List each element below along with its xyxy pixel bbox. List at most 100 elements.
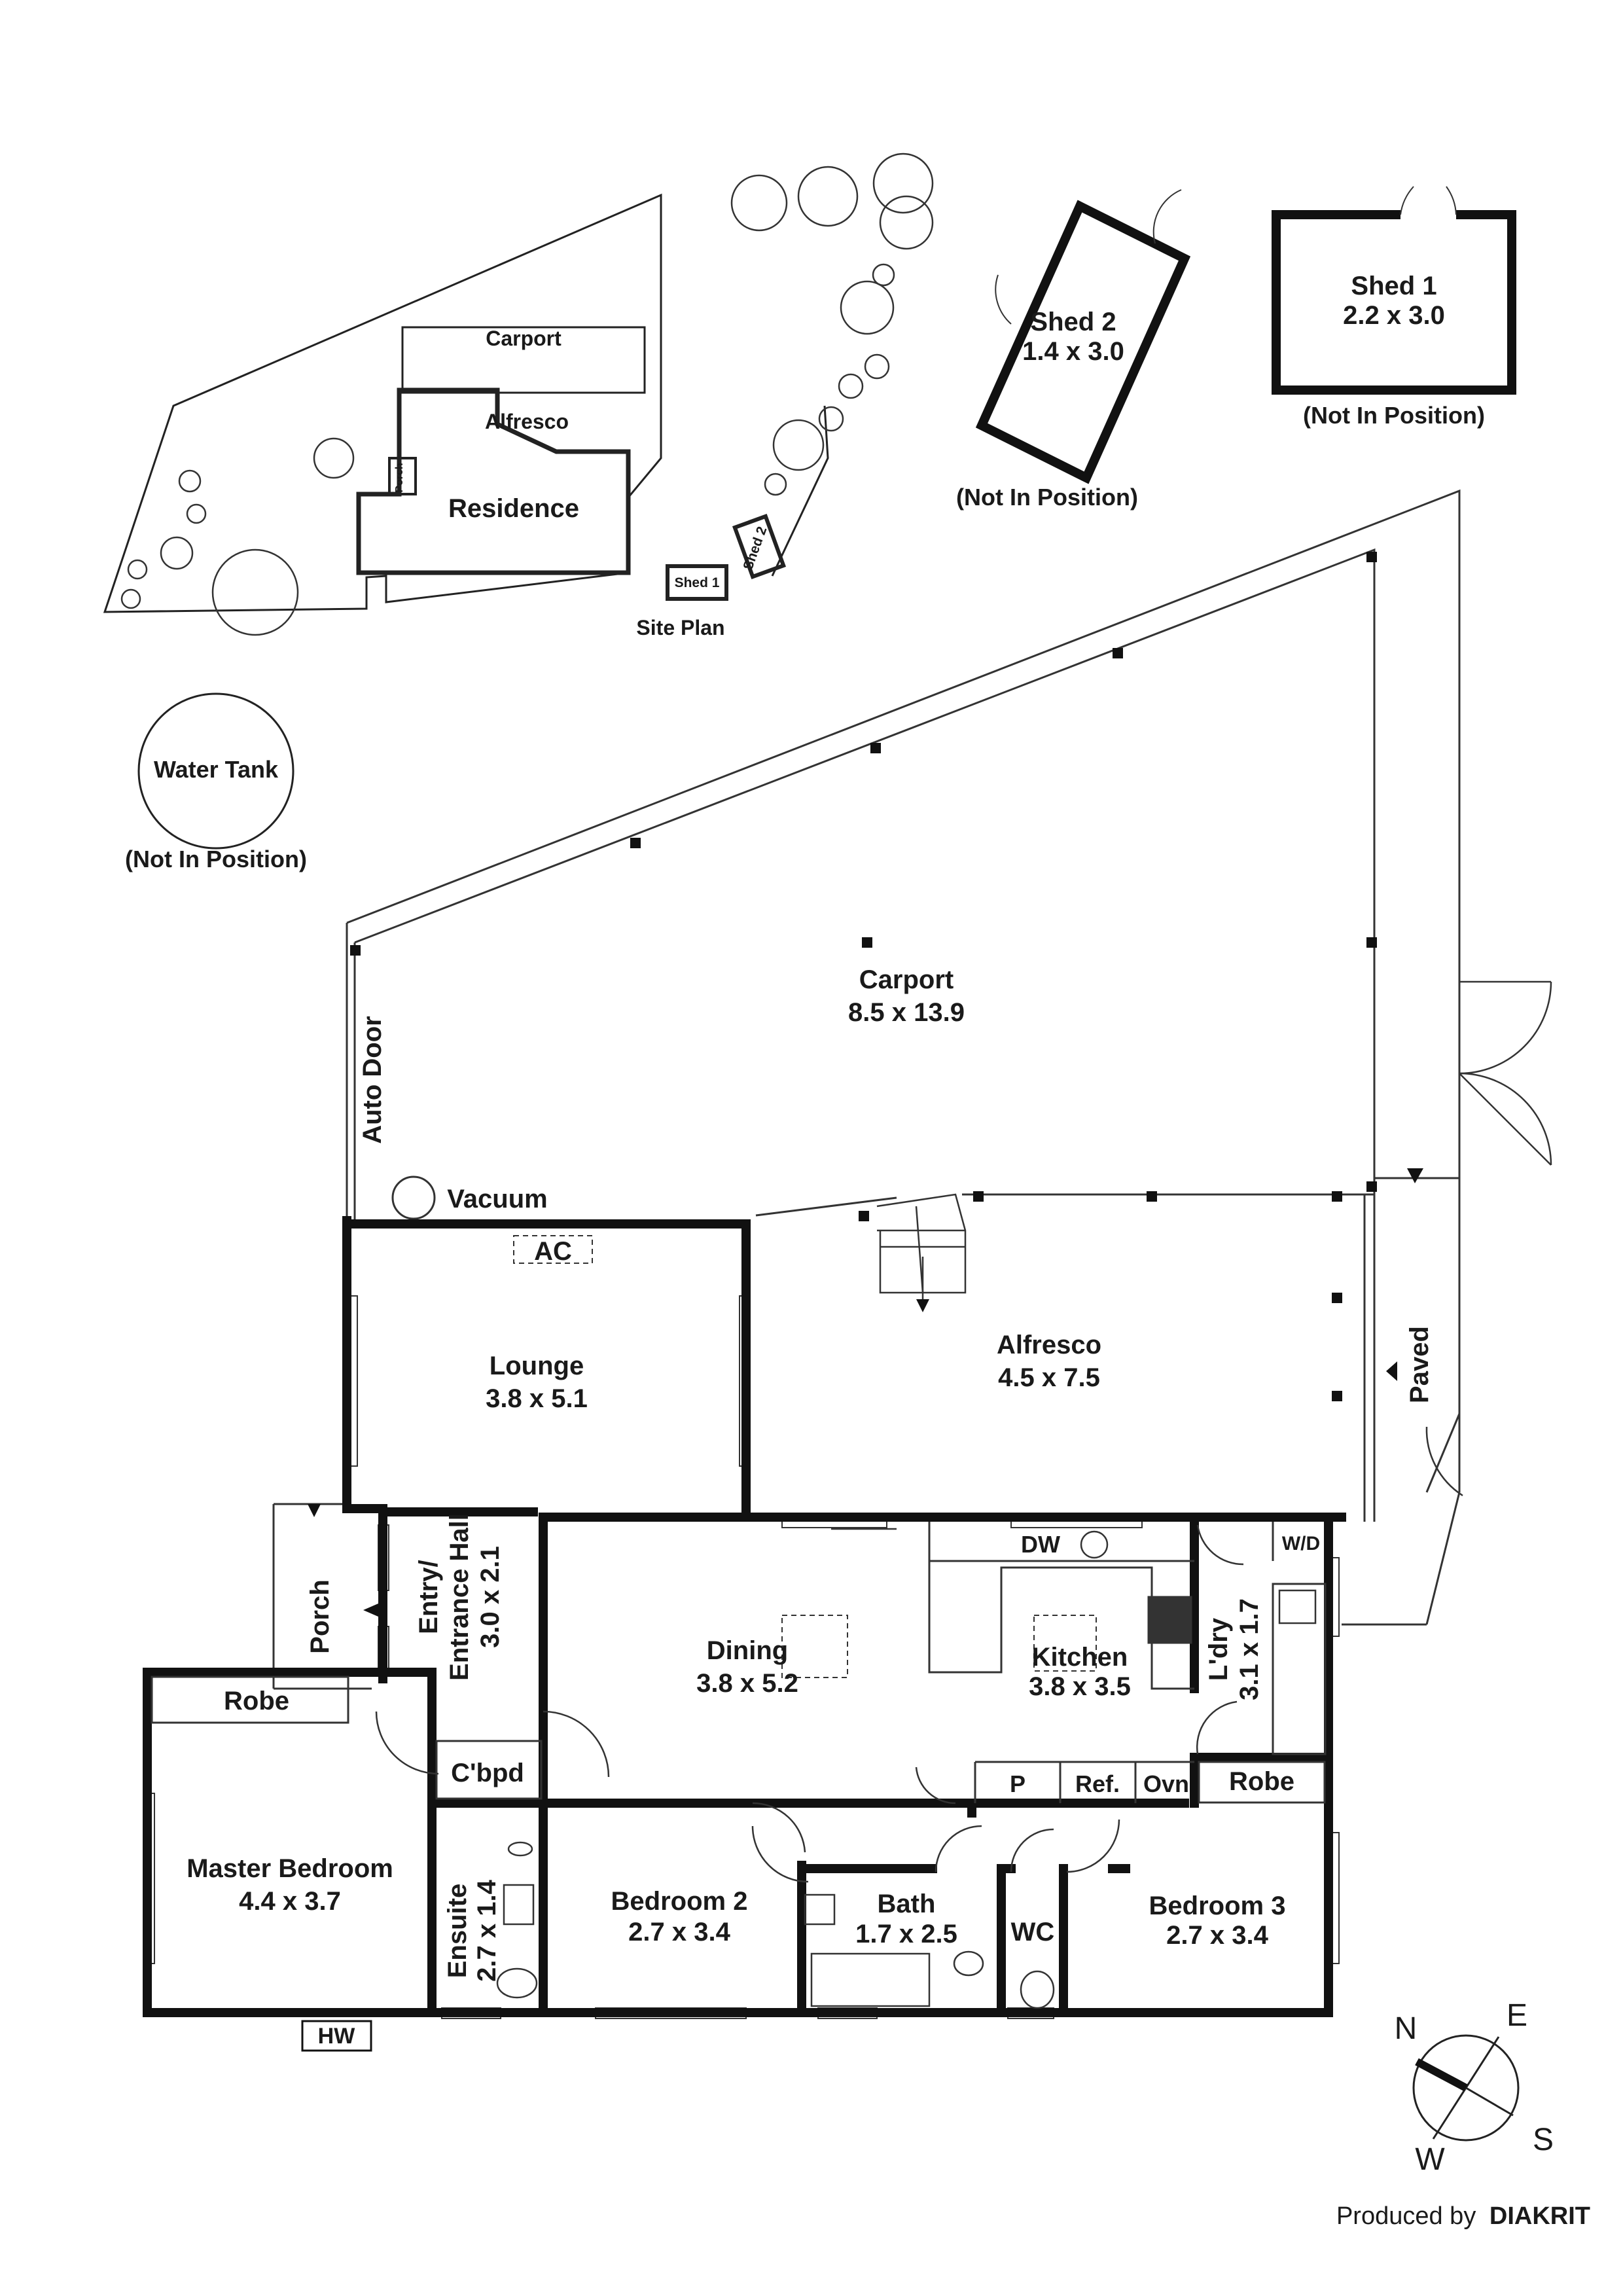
shed-1: Shed 1 2.2 x 3.0 (Not In Position) bbox=[1272, 186, 1516, 429]
water-tank-outline bbox=[137, 692, 294, 850]
door-swing bbox=[375, 1711, 439, 1775]
wc-toilet-icon bbox=[1020, 1970, 1055, 2009]
bath-basin-icon bbox=[804, 1893, 836, 1926]
post bbox=[1366, 1181, 1377, 1192]
compass-n: N bbox=[1395, 2011, 1418, 2046]
kitchen-name: Kitchen bbox=[1032, 1643, 1128, 1672]
lounge-wall bbox=[342, 1219, 751, 1522]
wc-name: WC bbox=[1011, 1918, 1055, 1946]
oven-label: Ovn bbox=[1143, 1770, 1189, 1797]
dw-label: DW bbox=[1021, 1531, 1060, 1558]
kitchen-sink-icon bbox=[1080, 1530, 1109, 1559]
paved-label: Paved bbox=[1405, 1326, 1434, 1403]
compass-w: W bbox=[1415, 2142, 1445, 2177]
east-boundary-lower bbox=[1425, 1413, 1461, 1493]
cupboard-label: C'bpd bbox=[451, 1759, 524, 1787]
shed-1-door bbox=[1446, 186, 1457, 215]
shrub-icon bbox=[764, 473, 787, 496]
alfresco-size: 4.5 x 7.5 bbox=[998, 1363, 1100, 1392]
post bbox=[870, 743, 881, 753]
ensuite-size: 2.7 x 1.4 bbox=[473, 1879, 501, 1981]
door-swing bbox=[1196, 1700, 1238, 1755]
auto-door-label: Auto Door bbox=[358, 1016, 387, 1144]
entry-name: Entry/ bbox=[414, 1560, 443, 1634]
door-swing bbox=[1459, 981, 1552, 1075]
shed-2: Shed 2 1.4 x 3.0 (Not In Position) bbox=[956, 189, 1191, 511]
tree-icon bbox=[797, 166, 859, 227]
laundry-sink-icon bbox=[1278, 1589, 1317, 1624]
ref-label: Ref. bbox=[1075, 1770, 1120, 1797]
water-tank-name: Water Tank bbox=[154, 756, 279, 783]
door-swing bbox=[751, 1825, 809, 1883]
master-size: 4.4 x 3.7 bbox=[239, 1887, 341, 1916]
site-plan-title: Site Plan bbox=[636, 616, 724, 639]
dining-light bbox=[781, 1615, 848, 1678]
pantry-label: P bbox=[1010, 1770, 1026, 1797]
post bbox=[350, 945, 361, 956]
carport-roofline bbox=[346, 489, 1461, 1175]
cooktop bbox=[1147, 1596, 1192, 1644]
carport-posts bbox=[350, 552, 1377, 1401]
carport-size: 8.5 x 13.9 bbox=[848, 998, 965, 1027]
door-swing bbox=[1010, 1828, 1054, 1873]
carport-name: Carport bbox=[859, 965, 954, 994]
shed-1-name: Shed 1 bbox=[1351, 272, 1436, 300]
water-tank: Water Tank (Not In Position) bbox=[125, 692, 307, 872]
robe-bed3 bbox=[1198, 1761, 1326, 1804]
site-plan bbox=[103, 193, 829, 613]
bathtub-icon bbox=[810, 1952, 931, 2007]
door-swing bbox=[935, 1825, 982, 1873]
shed-2-size: 1.4 x 3.0 bbox=[1022, 337, 1124, 366]
door-swing bbox=[752, 1802, 806, 1853]
shed-1-outline bbox=[1272, 210, 1516, 395]
site-residence bbox=[356, 387, 631, 575]
site-shed-2-label: Shed 2 bbox=[740, 524, 770, 572]
post bbox=[1366, 552, 1377, 562]
post bbox=[1332, 1191, 1342, 1202]
door-leaf bbox=[1459, 1073, 1552, 1166]
site-shed-2 bbox=[732, 514, 787, 579]
robe-master-label: Robe bbox=[224, 1687, 289, 1715]
kitchen-light bbox=[1033, 1615, 1097, 1672]
lounge-wall bbox=[342, 1216, 387, 1683]
site-shed-1 bbox=[666, 564, 728, 601]
water-tank-note: (Not In Position) bbox=[125, 846, 307, 872]
compass-ring bbox=[1412, 2034, 1520, 2142]
laundry-size: 3.1 x 1.7 bbox=[1235, 1598, 1264, 1700]
carport-inner-roofline bbox=[354, 548, 1376, 1203]
shrub-icon bbox=[127, 559, 148, 580]
hw-label: HW bbox=[318, 2024, 356, 2049]
shed-1-size: 2.2 x 3.0 bbox=[1343, 301, 1445, 330]
tree-icon bbox=[772, 419, 825, 471]
shed-1-door-gap bbox=[1400, 208, 1456, 223]
shrub-icon bbox=[120, 588, 141, 609]
shower-head-icon bbox=[507, 1841, 533, 1857]
paved-direction-arrow bbox=[1386, 1361, 1397, 1381]
porch-entry-arrow bbox=[308, 1504, 321, 1517]
porch-name: Porch bbox=[306, 1579, 334, 1653]
robe-master bbox=[151, 1676, 349, 1724]
bedroom-2-size: 2.7 x 3.4 bbox=[628, 1918, 730, 1946]
door-swing bbox=[1196, 1524, 1244, 1566]
shed-2-name: Shed 2 bbox=[1030, 308, 1116, 336]
kitchen-size: 3.8 x 3.5 bbox=[1029, 1672, 1131, 1701]
site-porch-label: Porch bbox=[394, 463, 405, 492]
post bbox=[1113, 648, 1123, 658]
walls bbox=[143, 1216, 1346, 2017]
alfresco-name: Alfresco bbox=[997, 1331, 1101, 1359]
site-shed-1-label: Shed 1 bbox=[675, 575, 720, 590]
post bbox=[1147, 1191, 1157, 1202]
hot-water-unit bbox=[301, 2020, 372, 2052]
step-riser bbox=[915, 1206, 924, 1293]
dining-name: Dining bbox=[707, 1636, 788, 1665]
site-boundary bbox=[103, 193, 662, 613]
shed-2-outline bbox=[975, 200, 1191, 484]
carport-outline bbox=[272, 489, 1461, 1690]
cupboard bbox=[435, 1740, 543, 1800]
carport-direction-arrow bbox=[1407, 1168, 1423, 1183]
site-boundary-east bbox=[771, 405, 829, 577]
credit-line: Produced by DIAKRIT bbox=[1336, 2202, 1590, 2230]
shed-1-door bbox=[1400, 186, 1414, 215]
shrub-icon bbox=[186, 503, 207, 524]
